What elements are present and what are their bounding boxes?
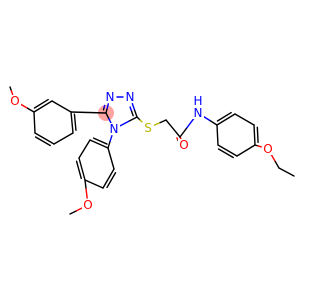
bond-53 xyxy=(203,116,212,122)
bond-28 xyxy=(107,141,111,149)
bond-14 xyxy=(105,107,108,114)
oxygen-methoxy-bottom: O xyxy=(83,198,92,212)
bond-58 xyxy=(253,124,256,146)
nitrogen-n2: N xyxy=(126,90,135,104)
bond-30 xyxy=(92,137,108,145)
nitrogen-n4: N xyxy=(110,122,119,136)
bond-61 xyxy=(217,144,238,157)
bond-8 xyxy=(73,113,77,131)
bond-27 xyxy=(109,134,113,143)
bond-63 xyxy=(216,124,219,146)
nitrogen-n3: N xyxy=(106,90,115,104)
bond-9 xyxy=(53,132,74,145)
molecule-structure: O O N N N S O N H O xyxy=(9,86,295,215)
atom-label-layer: O O N N N S O N H O xyxy=(9,90,274,212)
bond-15 xyxy=(106,103,110,110)
bond-36 xyxy=(106,172,117,189)
bond-45 xyxy=(159,119,167,124)
bond-32 xyxy=(78,157,86,181)
bond-29 xyxy=(89,139,109,149)
bond-42 xyxy=(136,116,141,121)
bond-54 xyxy=(209,120,218,126)
bond-37 xyxy=(107,147,115,170)
bond-65 xyxy=(257,145,263,148)
bond-24 xyxy=(119,120,130,127)
bond-12 xyxy=(33,111,36,134)
bond-13 xyxy=(70,111,107,114)
bond-56 xyxy=(216,111,232,122)
bond-19 xyxy=(131,102,136,112)
bond-66 xyxy=(270,154,276,163)
bond-layer xyxy=(9,86,295,215)
bond-26 xyxy=(105,112,110,119)
bond-35 xyxy=(102,168,115,189)
bond-6 xyxy=(51,100,72,113)
bond-68 xyxy=(278,167,295,177)
bond-1 xyxy=(10,90,14,96)
bond-7 xyxy=(70,111,74,134)
bond-3 xyxy=(26,107,35,113)
bond-41 xyxy=(69,210,77,215)
bond-11 xyxy=(34,136,51,147)
bond-20 xyxy=(133,109,138,118)
hydrogen-amide: H xyxy=(193,94,202,108)
bond-40 xyxy=(75,207,83,212)
bond-2 xyxy=(20,103,29,109)
sulfur-atom: S xyxy=(144,121,152,135)
bond-31 xyxy=(78,139,91,159)
oxygen-ethoxy: O xyxy=(263,142,272,156)
bond-55 xyxy=(216,113,236,126)
bond-25 xyxy=(107,117,112,124)
bond-17 xyxy=(103,104,106,109)
bond-39 xyxy=(85,188,88,199)
bond-57 xyxy=(234,113,255,126)
bond-59 xyxy=(256,126,259,144)
bond-21 xyxy=(129,106,133,113)
bond-34 xyxy=(84,179,104,189)
nitrogen-amide: N xyxy=(194,106,203,120)
oxygen-carbonyl: O xyxy=(179,138,188,152)
bond-50 xyxy=(176,137,179,141)
bond-33 xyxy=(75,160,82,180)
bond-46 xyxy=(165,119,181,138)
bond-67 xyxy=(274,160,280,169)
oxygen-methoxy-left: O xyxy=(10,94,19,108)
bond-23 xyxy=(127,116,138,123)
bond-5 xyxy=(33,98,49,109)
bond-44 xyxy=(153,121,161,126)
bond-38 xyxy=(84,179,87,190)
bond-52 xyxy=(186,117,195,129)
bond-4 xyxy=(33,100,53,113)
bond-22 xyxy=(130,110,134,117)
bond-10 xyxy=(34,132,55,145)
bond-51 xyxy=(179,127,188,138)
bond-60 xyxy=(236,144,256,157)
bond-62 xyxy=(217,148,234,159)
